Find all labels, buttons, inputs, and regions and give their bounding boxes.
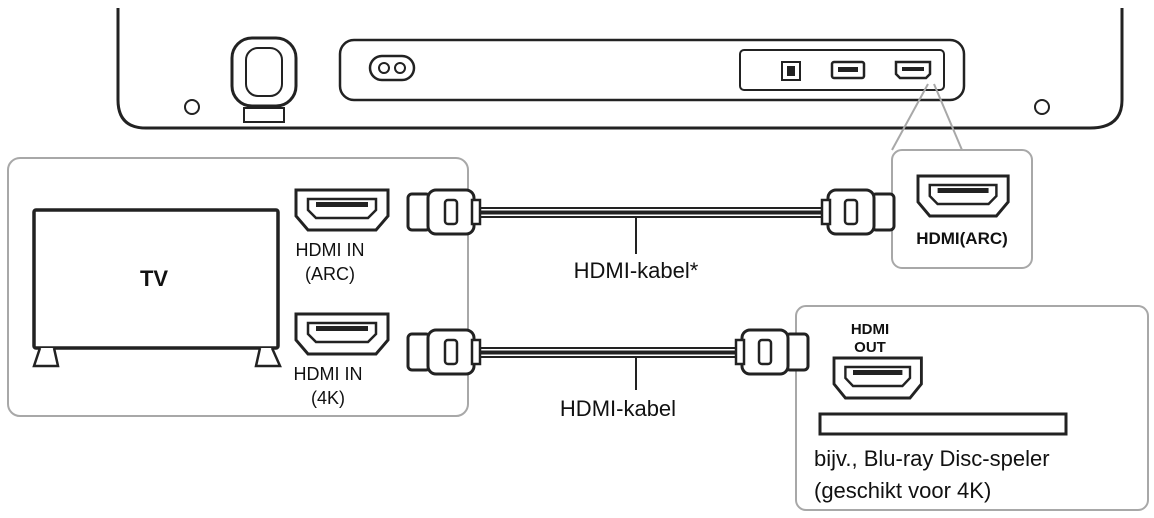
hdmi-plug-player [734,328,810,376]
player-port-label-line1: HDMI [851,321,889,338]
soundbar-hdmi-arc-port [916,174,1010,218]
player-panel: HDMI OUT bijv., Blu-ray Disc-speler (ges… [795,305,1149,511]
tv-panel: TV HDMI IN (ARC) HDMI IN (4K) [7,157,469,417]
tv-hdmi-arc-port [294,188,390,232]
screw-hole-left [184,99,200,115]
hdmi-plug-tv-arc [406,188,482,236]
tv-hdmi-4k-label-line1: HDMI IN [294,364,363,384]
blu-ray-player-icon [818,412,1068,436]
tv-hdmi-arc-label-line1: HDMI IN [296,240,365,260]
optical-port-icon [781,61,801,81]
soundbar-hdmi-detail: HDMI(ARC) [891,149,1033,269]
hdmi-cable-top: HDMI-kabel* [406,188,896,283]
hdmi-cable-bottom: HDMI-kabel [406,328,810,421]
usb-port-icon [830,60,866,80]
hdmi-cable-top-label: HDMI-kabel* [574,258,699,283]
tv-hdmi-4k-port [294,312,390,356]
tv-label: TV [140,266,168,291]
player-hdmi-out-port [832,356,923,400]
tv-icon [32,208,282,368]
hdmi-cable-bottom-label: HDMI-kabel [560,396,676,421]
soundbar-hdmi-arc-label: HDMI(ARC) [916,229,1008,248]
screw-hole-right [1034,99,1050,115]
player-port-label-line2: OUT [854,339,886,356]
callout-lines [891,83,963,151]
player-caption-line2: (geschikt voor 4K) [814,478,991,503]
soundbar [116,8,1124,130]
power-socket-icon [368,54,416,82]
hdmi-plug-tv-4k [406,328,482,376]
tv-hdmi-4k-label-line2: (4K) [311,388,345,408]
hdmi-plug-soundbar [820,188,896,236]
tv-hdmi-arc-label-line2: (ARC) [305,264,355,284]
soundbar-hdmi-port-icon [894,60,932,80]
player-caption-line1: bijv., Blu-ray Disc-speler [814,446,1050,471]
